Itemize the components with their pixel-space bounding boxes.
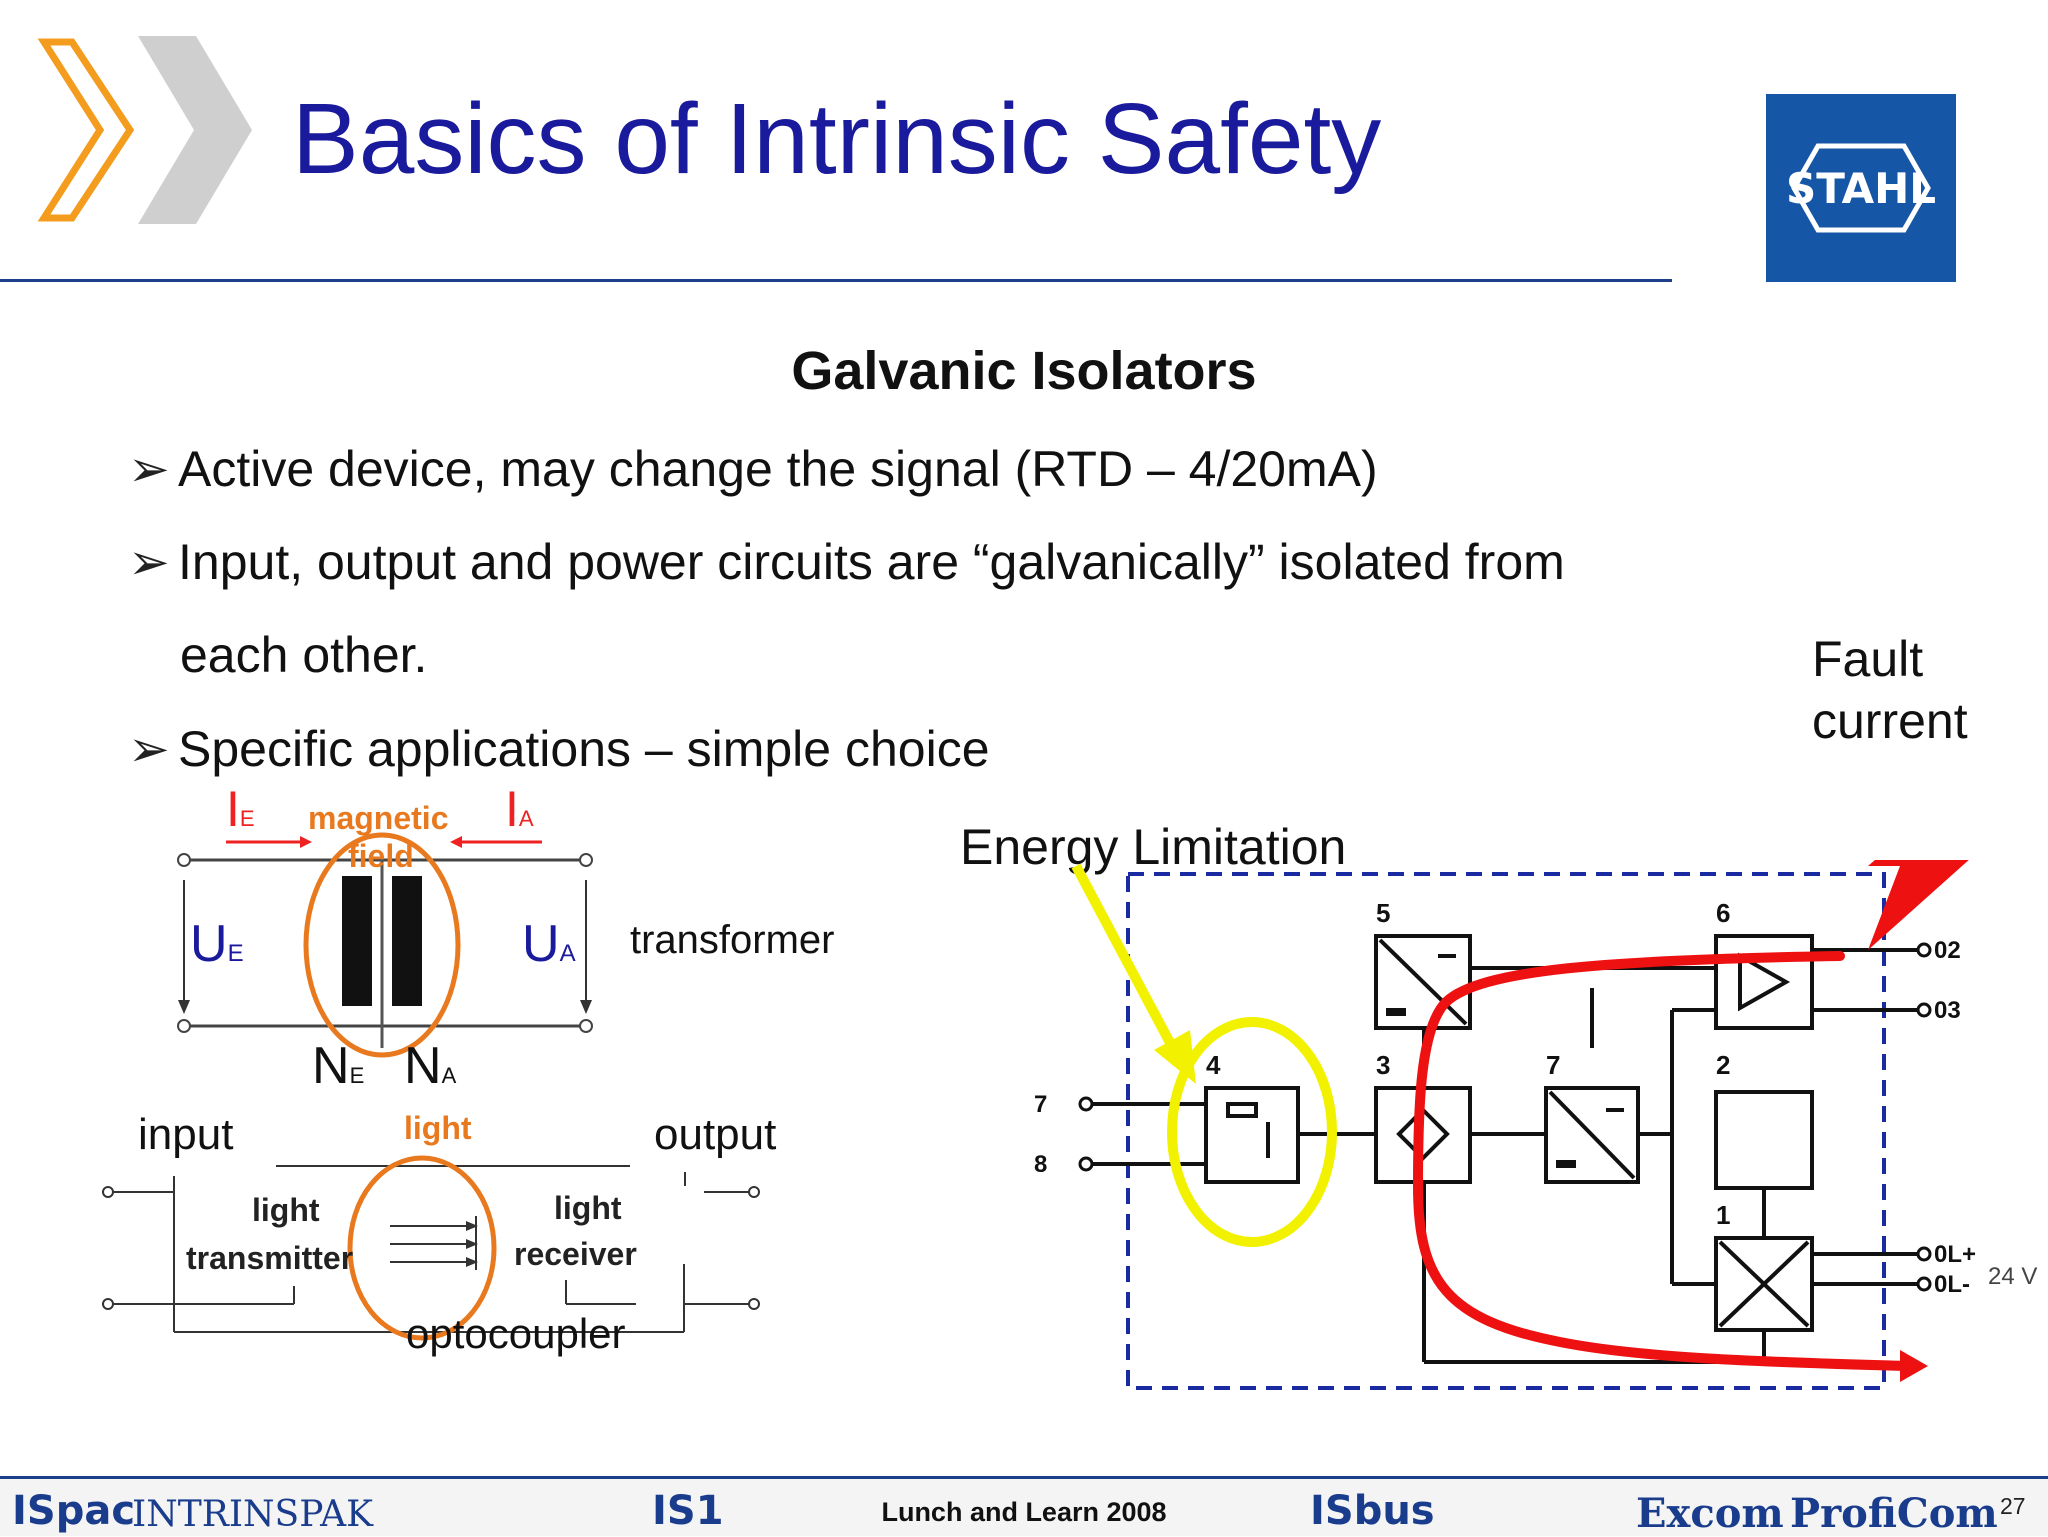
arrow-bullet-icon: ➢ [128,441,170,497]
bullet-item: ➢Input, output and power circuits are “g… [128,533,1565,591]
supply-voltage-label: 24 V [1988,1263,2037,1290]
terminal-label: 0L+ [1934,1241,1976,1268]
terminal-label: 7 [1034,1091,1047,1118]
output-current-label: IA [505,781,534,837]
optocoupler-schematic [102,1155,760,1341]
block-number: 3 [1376,1050,1390,1080]
bullet-text: Active device, may change the signal (RT… [178,441,1378,497]
proficom-logo: ProfiCom [1790,1490,1998,1537]
input-voltage-label: UE [190,915,244,973]
bullet-item: ➢Specific applications – simple choice [128,720,990,778]
magnetic-field-label-line2: field [348,838,414,874]
terminal-label: 8 [1034,1151,1047,1178]
primary-winding-label: NE [312,1037,365,1095]
block-number: 7 [1546,1050,1560,1080]
page-number: 27 [2000,1493,2026,1519]
transformer-schematic [177,832,593,1058]
excom-logo: Excom [1636,1490,1784,1537]
block-number: 1 [1716,1200,1730,1230]
title-divider [0,279,1672,282]
arrow-bullet-icon: ➢ [128,721,170,777]
bullet-item: ➢Active device, may change the signal (R… [128,440,1378,498]
output-voltage-label: UA [522,915,576,973]
secondary-winding-label: NA [404,1037,457,1095]
isolator-block-diagram: 5 6 4 3 7 2 1 7 8 02 03 0L+ 0L- 24 V [1034,860,2037,1390]
opto-output-label: output [654,1110,777,1159]
optocoupler-diagram: input light output light transmitter lig… [90,1100,810,1370]
block-number: 5 [1376,898,1390,928]
ispac-logo: ISpac [12,1488,136,1534]
arrow-bullet-icon: ➢ [128,534,170,590]
chevron-decoration-icon [37,36,252,224]
energy-limitation-label: Energy Limitation [960,819,1347,875]
slide-title: Basics of Intrinsic Safety [292,83,1382,195]
intrinspak-logo: INTRINSPAK [132,1494,374,1535]
transformer-diagram: IE IA magnetic field UE UA NE NA transfo… [150,780,870,1100]
terminal-label: 02 [1934,937,1961,964]
stahl-logo: STAHL [1766,94,1956,282]
magnetic-field-label: magnetic [308,800,449,836]
opto-light-label: light [404,1110,472,1146]
slide-subtitle: Galvanic Isolators [791,341,1257,401]
transformer-caption: transformer [630,918,835,962]
isbus-logo: ISbus [1310,1488,1435,1534]
footer-bar [0,1479,2048,1536]
terminal-label: 0L- [1934,1271,1970,1298]
event-footer-text: Lunch and Learn 2008 [881,1497,1167,1527]
terminal-label: 03 [1934,997,1961,1024]
transmitter-label-line2: transmitter [186,1240,354,1276]
receiver-label: light [554,1190,622,1226]
block-number: 6 [1716,898,1730,928]
transmitter-label: light [252,1192,320,1228]
logo-text: STAHL [1785,164,1937,213]
bullet-continuation: each other. [180,627,428,683]
bullet-text: Input, output and power circuits are “ga… [178,534,1565,590]
receiver-label-line2: receiver [514,1236,637,1272]
block-number: 4 [1206,1050,1221,1080]
opto-input-label: input [138,1110,234,1159]
input-current-label: IE [226,781,255,837]
fault-current-label: Fault current [1812,631,1968,749]
bullet-text: Specific applications – simple choice [178,721,990,777]
footer-divider [0,1476,2048,1479]
is1-logo: IS1 [652,1488,724,1534]
stahl-badge-icon [1791,143,1931,233]
block-number: 2 [1716,1050,1730,1080]
optocoupler-caption: optocoupler [406,1310,626,1357]
